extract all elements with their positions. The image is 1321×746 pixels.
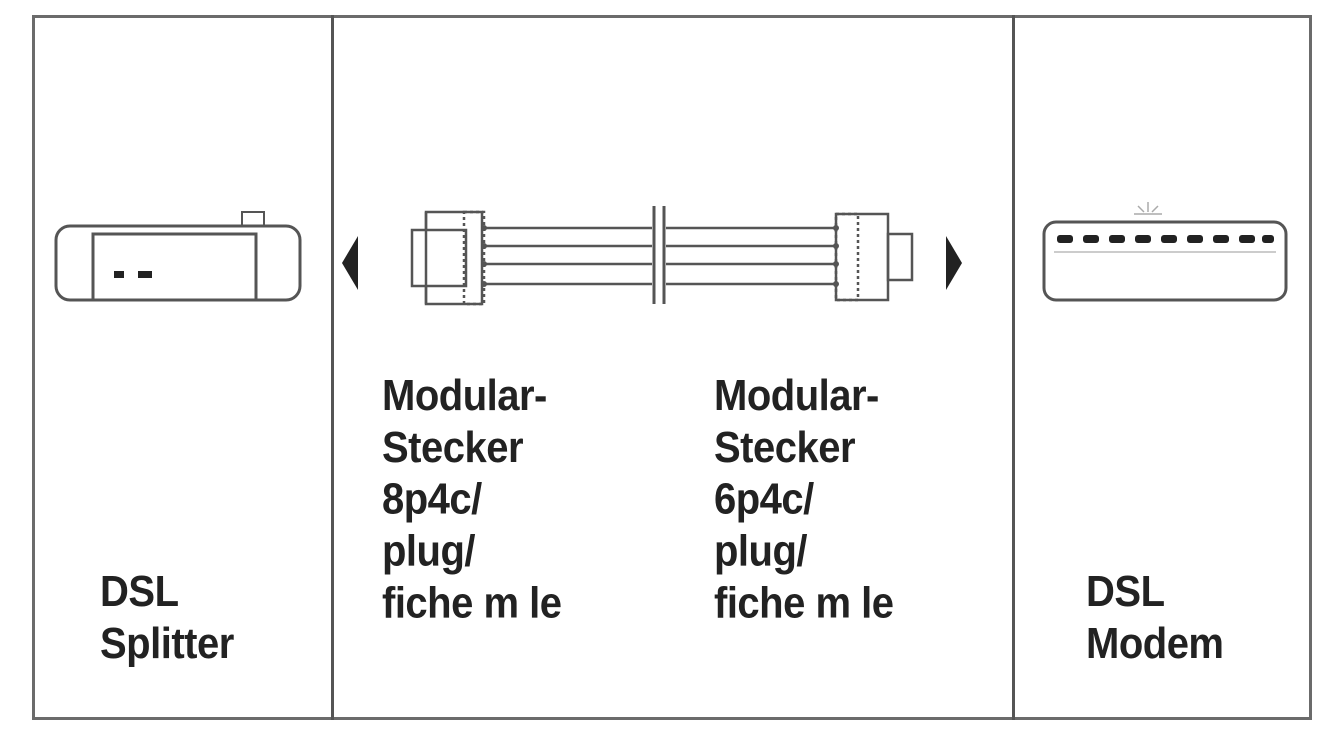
arrow-right-icon <box>946 236 962 290</box>
right-plug-label: Modular- Stecker 6p4c/ plug/ fiche m le <box>714 372 894 628</box>
panel-divider-left <box>331 15 334 720</box>
diagram-frame <box>32 15 1312 720</box>
led-glow-icon <box>1134 202 1162 215</box>
panel-divider-right <box>1012 15 1015 720</box>
modular-cable-icon <box>410 206 914 306</box>
dsl-splitter-label: DSL Splitter <box>100 568 234 668</box>
left-plug-label: Modular- Stecker 8p4c/ plug/ fiche m le <box>382 372 562 628</box>
dsl-modem-icon <box>1042 202 1288 302</box>
dsl-splitter-icon <box>54 211 302 302</box>
arrow-left-icon <box>342 236 358 290</box>
dsl-modem-label: DSL Modem <box>1086 568 1224 668</box>
